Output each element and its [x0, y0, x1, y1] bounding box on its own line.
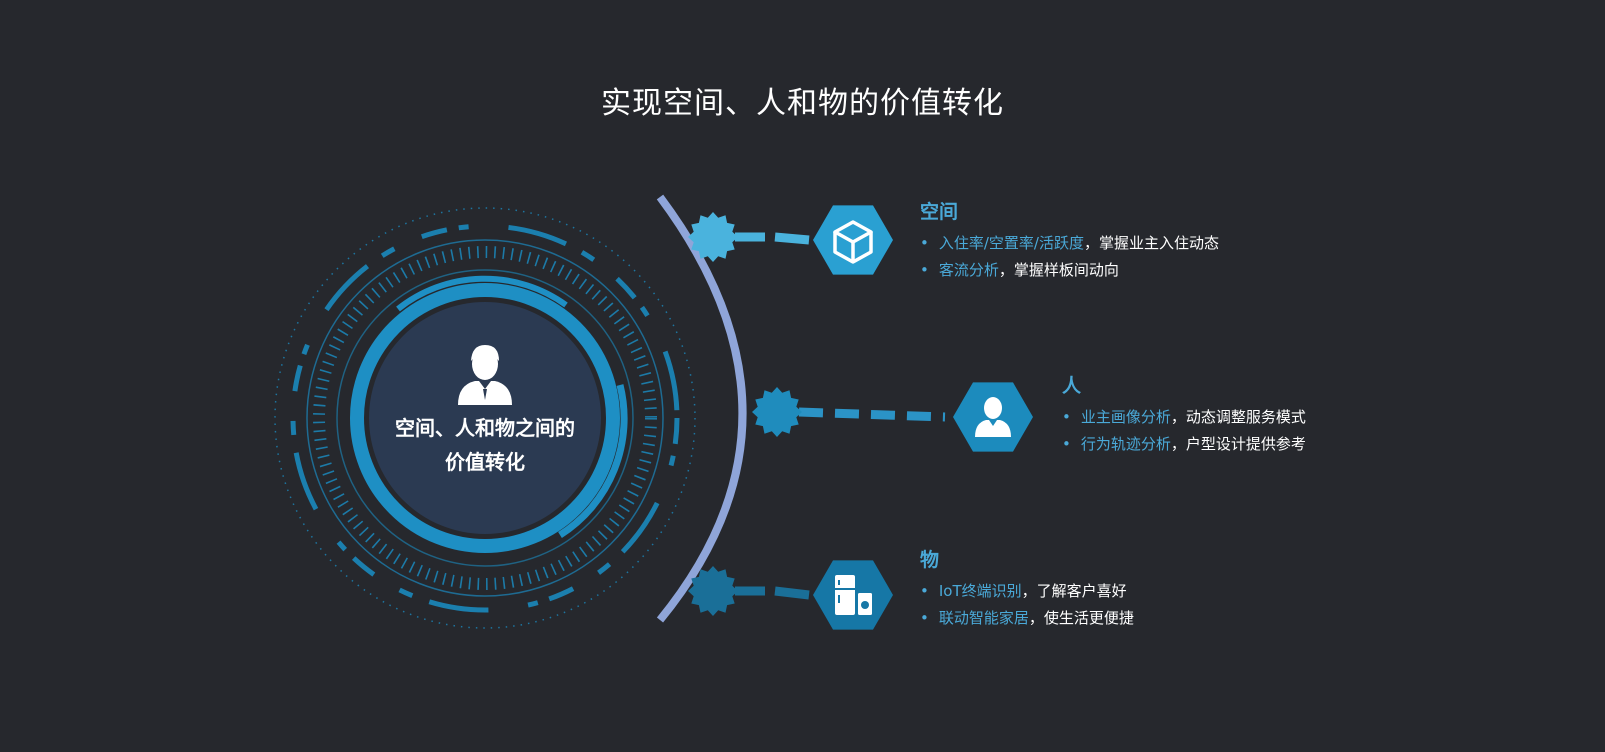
- branch-node: [688, 212, 738, 262]
- branch-connector: [798, 407, 946, 422]
- bullet-highlight: 入住率/空置率/活跃度: [938, 234, 1084, 252]
- bullet-item: • 客流分析，掌握样板间动向: [920, 257, 1219, 284]
- branch-node: [688, 566, 738, 616]
- connector-arc: [656, 194, 747, 623]
- bullet-dot: •: [920, 582, 929, 600]
- bullet-highlight: 业主画像分析: [1080, 408, 1171, 426]
- branch-connector: [774, 232, 810, 245]
- branch-title-people: 人: [1062, 375, 1082, 397]
- bullet-text: ，动态调整服务模式: [1170, 408, 1306, 426]
- bullet-item: • 行为轨迹分析，户型设计提供参考: [1062, 431, 1306, 458]
- person-suit-icon: [975, 397, 1011, 437]
- hub-thin-ring: [306, 239, 664, 597]
- hub-glow-ring: [350, 283, 620, 553]
- bullet-item: • 入住率/空置率/活跃度，掌握业主入住动态: [920, 230, 1219, 257]
- bullet-text: ，户型设计提供参考: [1170, 435, 1306, 453]
- hub-tick-ring: [313, 246, 657, 590]
- branch-graphics: [688, 205, 1033, 630]
- hub-label-line1: 空间、人和物之间的: [395, 416, 575, 440]
- person-suit-icon: [458, 345, 512, 405]
- bullet-text: ，掌握样板间动向: [998, 261, 1119, 279]
- hub-label-line2: 价值转化: [445, 450, 525, 474]
- bullet-dot: •: [920, 234, 929, 252]
- hub-outer-arc: [396, 275, 568, 312]
- bullet-item: • IoT终端识别，了解客户喜好: [920, 578, 1134, 605]
- bullet-dot: •: [920, 261, 929, 279]
- bullet-dot: •: [1062, 408, 1071, 426]
- hub-inner-thin-ring: [336, 269, 634, 567]
- hub-dotted-outer-ring: [274, 207, 696, 629]
- hub-dash-ring: [290, 223, 680, 613]
- bullet-item: • 联动智能家居，使生活更便捷: [920, 605, 1134, 632]
- box-icon: [833, 220, 873, 264]
- bullet-text: ，了解客户喜好: [1021, 582, 1127, 600]
- bullet-item: • 业主画像分析，动态调整服务模式: [1062, 404, 1306, 431]
- branch-title-things: 物: [920, 549, 940, 571]
- bullet-highlight: 客流分析: [938, 261, 999, 279]
- bullet-text: ，使生活更便捷: [1028, 609, 1134, 627]
- bullet-highlight: 联动智能家居: [938, 609, 1029, 627]
- slide-title: 实现空间、人和物的价值转化: [601, 86, 1004, 121]
- branch-title-space: 空间: [920, 201, 959, 223]
- bullet-text: ，掌握业主入住动态: [1083, 234, 1219, 252]
- branch-people: 人 • 业主画像分析，动态调整服务模式 • 行为轨迹分析，户型设计提供参考: [1062, 371, 1306, 458]
- center-hub: [274, 207, 696, 629]
- branch-connector: [774, 586, 810, 600]
- branch-things: 物 • IoT终端识别，了解客户喜好 • 联动智能家居，使生活更便捷: [920, 545, 1134, 632]
- hub-core: [369, 302, 601, 534]
- bullet-dot: •: [1062, 435, 1071, 453]
- branch-node: [752, 387, 802, 437]
- hub-right-arc: [558, 384, 628, 538]
- appliance-icon: [835, 575, 872, 615]
- bullet-highlight: IoT终端识别: [938, 582, 1022, 600]
- branch-space: 空间 • 入住率/空置率/活跃度，掌握业主入住动态 • 客流分析，掌握样板间动向: [920, 197, 1219, 284]
- bullet-dot: •: [920, 609, 929, 627]
- bullet-highlight: 行为轨迹分析: [1080, 435, 1171, 453]
